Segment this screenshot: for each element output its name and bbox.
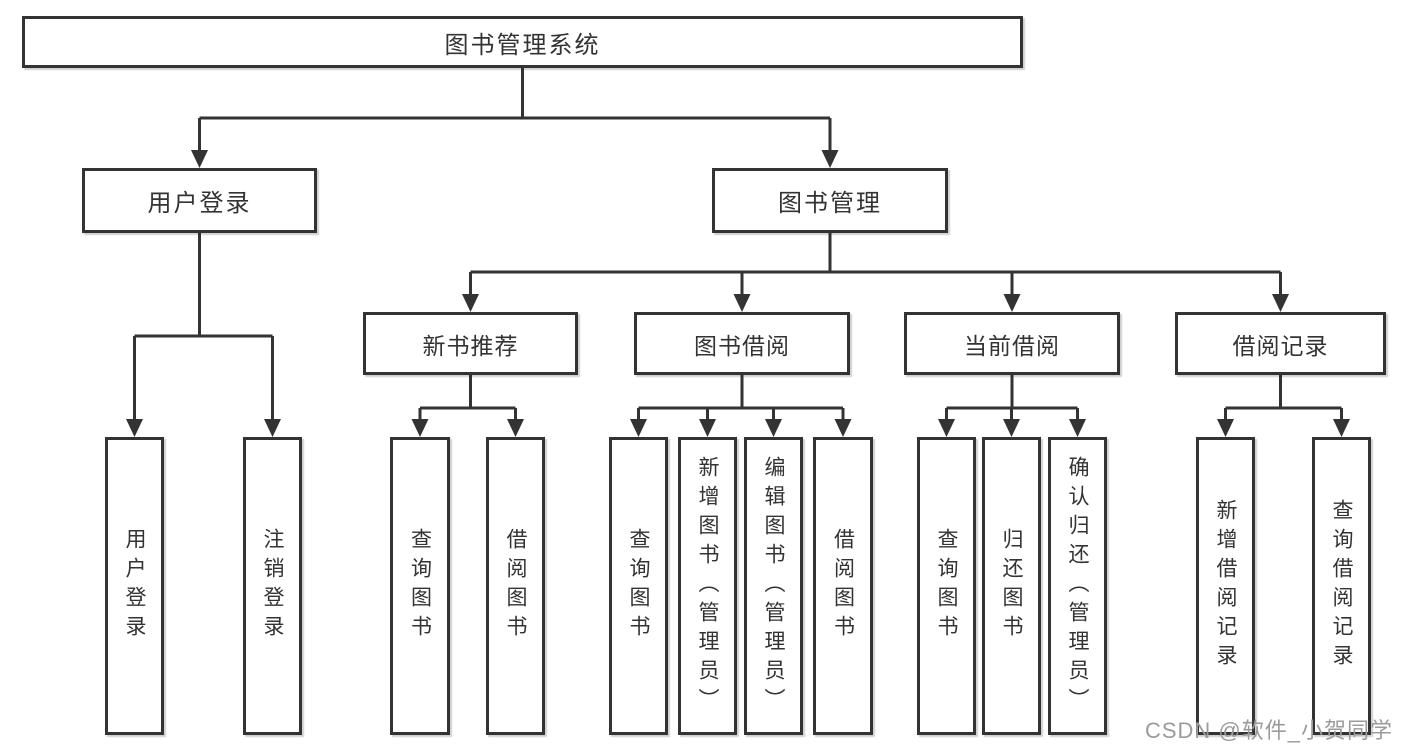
node-query-books-3-label: 查询图书 [935,528,958,644]
node-query-books-3: 查询图书 [917,437,976,735]
node-new-book-recommend-label: 新书推荐 [422,332,519,359]
connector-user-login-children [126,233,281,437]
node-current-borrow-label: 当前借阅 [964,332,1060,359]
connector-current-borrow-children [938,375,1086,437]
node-add-borrow-record: 新增借阅记录 [1196,437,1255,735]
node-current-borrow: 当前借阅 [904,312,1120,375]
node-user-login-leaf-label: 用户登录 [123,528,146,644]
connector-new-book-children [411,375,524,437]
node-add-borrow-record-label: 新增借阅记录 [1214,499,1237,673]
connector-borrow-records-children [1217,375,1350,437]
node-user-login: 用户登录 [82,168,317,233]
node-borrow-book-1: 借阅图书 [486,437,545,735]
connector-root-to-branches [191,68,839,168]
node-add-book-admin-label: 新增图书（管理员） [696,455,719,717]
node-query-borrow-record-label: 查询借阅记录 [1330,499,1353,673]
node-borrow-book-1-label: 借阅图书 [504,528,527,644]
node-edit-book-admin: 编辑图书（管理员） [744,437,803,735]
node-library-system: 图书管理系统 [22,16,1023,68]
node-book-management: 图书管理 [712,168,948,233]
node-confirm-return-admin: 确认归还（管理员） [1048,437,1107,735]
node-add-book-admin: 新增图书（管理员） [678,437,737,735]
node-confirm-return-admin-label: 确认归还（管理员） [1066,455,1089,717]
node-return-book: 归还图书 [982,437,1041,735]
node-query-books-1-label: 查询图书 [408,528,432,644]
node-user-login-leaf: 用户登录 [105,437,164,735]
node-book-borrow: 图书借阅 [634,312,850,375]
connector-book-borrow-children [630,375,852,437]
node-book-borrow-label: 图书借阅 [694,332,790,359]
node-borrow-records: 借阅记录 [1175,312,1386,375]
node-logout-label: 注销登录 [261,528,284,644]
watermark: CSDN @软件_小贺同学 [1144,718,1393,743]
node-borrow-book-2: 借阅图书 [813,437,873,735]
node-borrow-records-label: 借阅记录 [1232,332,1329,359]
node-return-book-label: 归还图书 [1000,528,1023,644]
node-logout: 注销登录 [243,437,302,735]
node-edit-book-admin-label: 编辑图书（管理员） [762,455,785,717]
node-query-books-2: 查询图书 [609,437,668,735]
node-book-management-label: 图书管理 [778,190,882,217]
node-borrow-book-2-label: 借阅图书 [831,528,855,644]
node-query-borrow-record: 查询借阅记录 [1312,437,1371,735]
node-library-system-label: 图书管理系统 [444,31,601,59]
node-user-login-label: 用户登录 [147,190,252,217]
node-query-books-2-label: 查询图书 [627,528,650,644]
node-query-books-1: 查询图书 [390,437,450,735]
connector-book-mgmt-sections [462,233,1289,312]
node-new-book-recommend: 新书推荐 [363,312,578,375]
